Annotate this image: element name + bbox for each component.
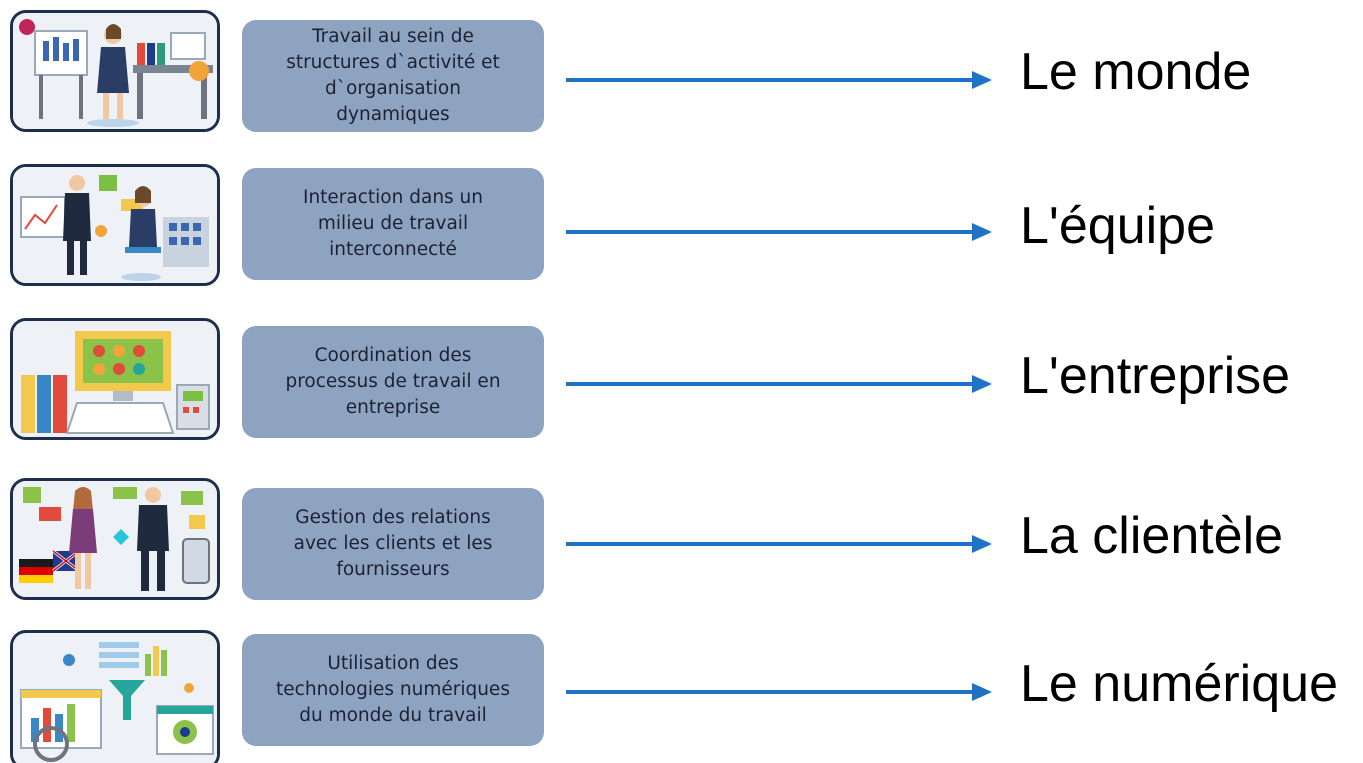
- label-box: Utilisation des technologies numériques …: [242, 634, 544, 746]
- arrow-shaft: [566, 690, 976, 694]
- office-workspace-icon: [13, 13, 217, 129]
- target-label: L'équipe: [1020, 197, 1215, 255]
- diagram-row-le-numerique: Utilisation des technologies numériques …: [0, 630, 1363, 763]
- target-label: Le numérique: [1020, 655, 1338, 713]
- label-text: Gestion des relations avec les clients e…: [293, 507, 493, 580]
- label-box: Coordination des processus de travail en…: [242, 326, 544, 438]
- arrow: [566, 374, 992, 394]
- target-label: Le monde: [1020, 43, 1252, 101]
- process-coordination-illustration: [10, 318, 220, 440]
- arrow-head-icon: [972, 223, 992, 241]
- diagram-row-l-equipe: Interaction dans un milieu de travail in…: [0, 164, 1363, 288]
- team-meeting-illustration: [10, 164, 220, 286]
- label-text: Coordination des processus de travail en…: [285, 345, 501, 418]
- arrow-head-icon: [972, 683, 992, 701]
- diagram-row-la-clientele: Gestion des relations avec les clients e…: [0, 478, 1363, 602]
- process-coordination-icon: [13, 321, 217, 437]
- label-text: Travail au sein de structures d`activité…: [286, 26, 500, 125]
- arrow: [566, 534, 992, 554]
- arrow-shaft: [566, 230, 976, 234]
- arrow-head-icon: [972, 71, 992, 89]
- digital-technology-icon: [13, 634, 217, 763]
- label-box: Gestion des relations avec les clients e…: [242, 488, 544, 600]
- office-workspace-illustration: [10, 10, 220, 132]
- diagram-row-l-entreprise: Coordination des processus de travail en…: [0, 318, 1363, 442]
- diagram-row-le-monde: Travail au sein de structures d`activité…: [0, 10, 1363, 134]
- label-box: Travail au sein de structures d`activité…: [242, 20, 544, 132]
- arrow-shaft: [566, 382, 976, 386]
- arrow-shaft: [566, 78, 976, 82]
- label-text: Utilisation des technologies numériques …: [276, 653, 510, 726]
- arrow-shaft: [566, 542, 976, 546]
- arrow-head-icon: [972, 535, 992, 553]
- arrow: [566, 682, 992, 702]
- arrow: [566, 222, 992, 242]
- customer-relations-illustration: [10, 478, 220, 600]
- target-label: La clientèle: [1020, 507, 1284, 565]
- team-meeting-icon: [13, 167, 217, 283]
- digital-technology-illustration: [10, 630, 220, 763]
- target-label: L'entreprise: [1020, 347, 1291, 405]
- label-box: Interaction dans un milieu de travail in…: [242, 168, 544, 280]
- label-text: Interaction dans un milieu de travail in…: [302, 187, 484, 260]
- arrow-head-icon: [972, 375, 992, 393]
- arrow: [566, 70, 992, 90]
- customer-relations-icon: [13, 481, 217, 597]
